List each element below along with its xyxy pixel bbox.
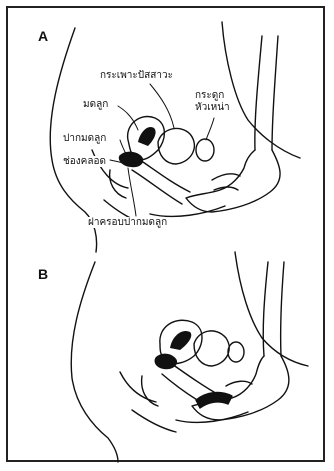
panel-b-uterus-cavity	[170, 331, 191, 350]
panel-a-arm-lower	[272, 36, 278, 150]
label-bladder: กระเพาะปัสสาวะ	[100, 70, 173, 81]
label-pubic-bone-line1: กระดูก	[195, 90, 224, 101]
label-cervical-cap: ฝาครอบปากมดลูก	[88, 217, 167, 228]
panel-b-finger	[196, 393, 232, 408]
label-uterus: มดลูก	[83, 99, 108, 110]
panel-b-drawing	[71, 252, 308, 462]
label-cervix: ปากมดลูก	[63, 133, 106, 144]
cervical-cap-shape	[119, 152, 142, 166]
leader-uterus	[118, 106, 138, 130]
panel-a-arm-upper	[255, 36, 262, 150]
panel-b-knuckles	[226, 381, 252, 386]
vagina-canal-upper	[140, 160, 190, 192]
panel-a-letter: A	[38, 28, 48, 44]
uterus-cavity	[138, 127, 156, 146]
panel-b-perineum	[132, 410, 176, 432]
bladder-shape	[158, 128, 194, 164]
panel-b-belly-outline	[235, 252, 308, 366]
panel-b-cap	[155, 354, 176, 368]
panel-a-finger-2	[214, 187, 238, 190]
panel-b-arm-lower	[281, 262, 284, 356]
panel-b-back-outline	[71, 262, 118, 462]
label-pubic-bone-line2: หัวเหน่า	[195, 102, 230, 113]
leader-cap	[128, 168, 136, 216]
vagina-canal-lower	[132, 170, 182, 204]
leader-cervix	[120, 140, 126, 154]
panel-b-letter: B	[38, 266, 48, 282]
pubic-bone-shape	[196, 139, 214, 161]
panel-b-pubic-bone	[228, 342, 244, 362]
label-vagina: ช่องคลอด	[63, 156, 106, 167]
leader-pubic-bone	[206, 118, 214, 140]
leader-bladder	[150, 84, 174, 128]
panel-b-inner-curve	[120, 372, 156, 402]
